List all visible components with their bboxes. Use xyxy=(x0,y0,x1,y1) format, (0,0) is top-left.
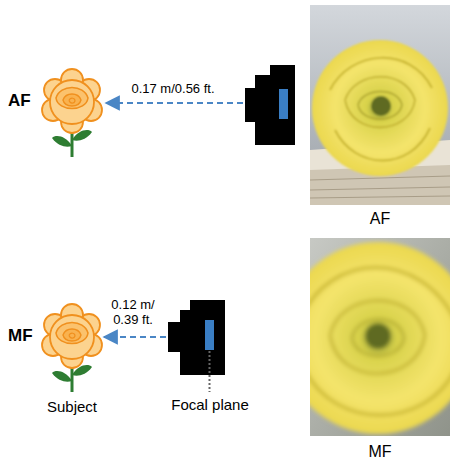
row-label: MF xyxy=(8,326,33,346)
row-label: AF xyxy=(8,91,31,111)
distance-label: 0.12 m/ 0.39 ft. xyxy=(108,298,158,328)
subject-label: Subject xyxy=(47,398,97,415)
distance-label: 0.17 m/0.56 ft. xyxy=(131,82,214,97)
focal-plane-label: Focal plane xyxy=(171,396,249,413)
photo-caption: AF xyxy=(370,210,390,228)
photo-caption: MF xyxy=(368,443,391,461)
